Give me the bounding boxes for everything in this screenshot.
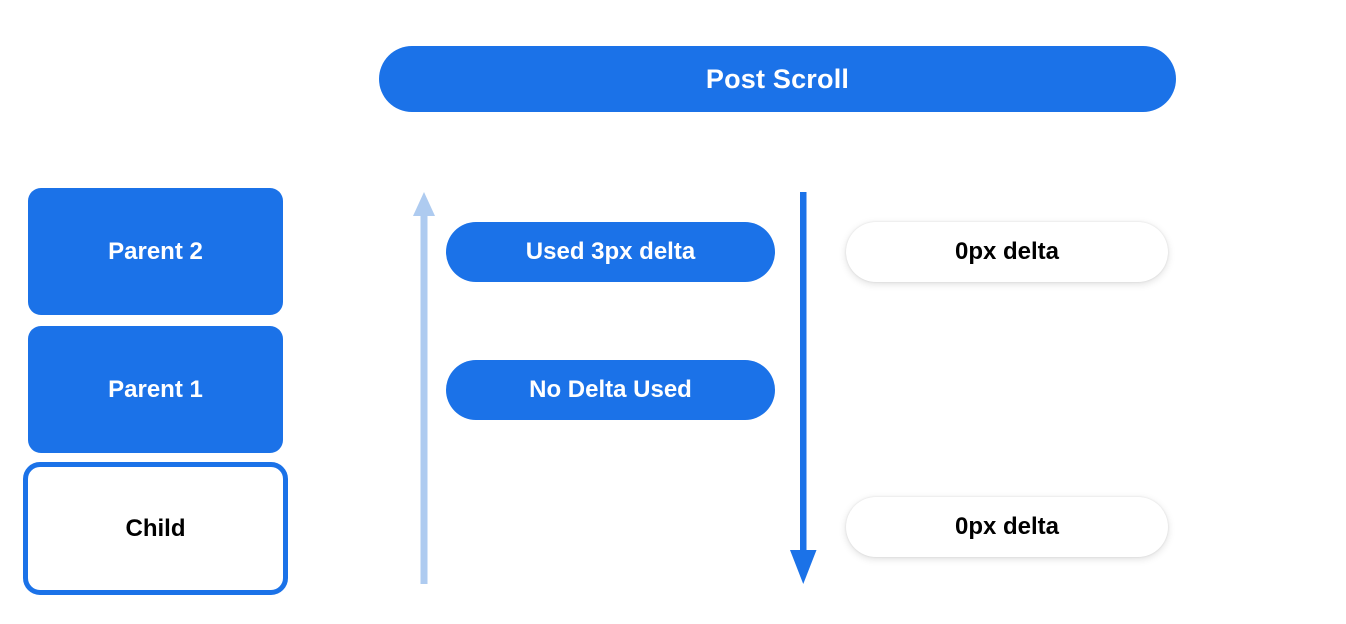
post-scroll-header: Post Scroll bbox=[379, 46, 1176, 112]
result-pill-label: 0px delta bbox=[954, 513, 1060, 540]
result-pill-bottom: 0px delta bbox=[846, 497, 1168, 557]
delta-pill-label: No Delta Used bbox=[529, 376, 692, 403]
scroll-up-arrow-icon bbox=[413, 192, 435, 584]
stack-box-child: Child bbox=[23, 462, 288, 595]
stack-box-parent-1: Parent 1 bbox=[28, 326, 283, 453]
delta-pill-no-delta-used: No Delta Used bbox=[446, 360, 775, 420]
stack-box-label: Child bbox=[125, 514, 186, 542]
stack-box-label: Parent 1 bbox=[108, 375, 203, 403]
result-pill-top: 0px delta bbox=[846, 222, 1168, 282]
scroll-down-arrow-icon bbox=[790, 192, 817, 584]
stack-box-label: Parent 2 bbox=[108, 237, 203, 265]
stack-box-parent-2: Parent 2 bbox=[28, 188, 283, 315]
delta-pill-used-3px: Used 3px delta bbox=[446, 222, 775, 282]
delta-pill-label: Used 3px delta bbox=[525, 238, 696, 265]
header-title: Post Scroll bbox=[705, 63, 850, 94]
result-pill-label: 0px delta bbox=[954, 238, 1060, 265]
